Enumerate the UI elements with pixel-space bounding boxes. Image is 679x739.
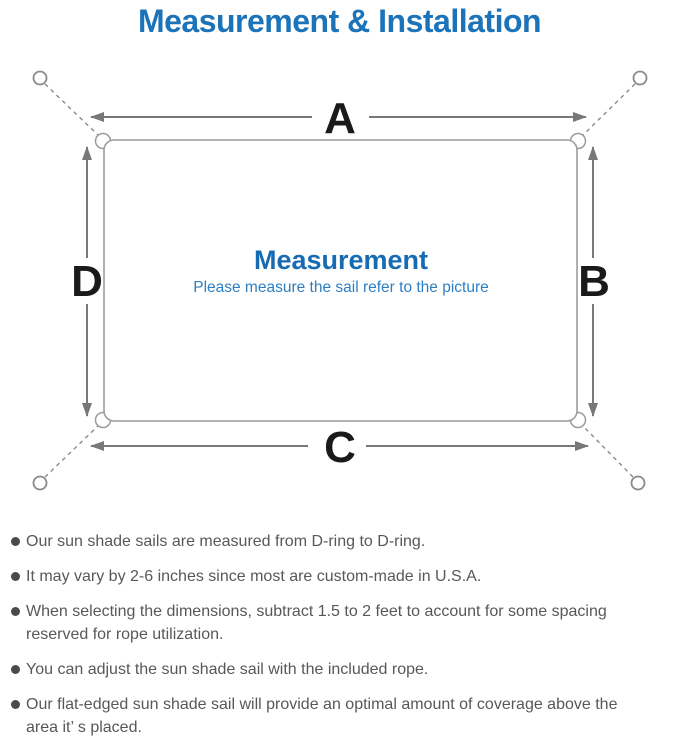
note-text: You can adjust the sun shade sail with t… [26,661,429,678]
dimension-label-d: D [71,257,103,306]
note-item: It may vary by 2-6 inches since most are… [11,565,659,588]
rope-line-top-left [44,83,100,137]
bullet-icon [11,700,20,709]
note-text: When selecting the dimensions, subtract … [26,603,607,643]
anchor-point-icon-top-left [32,70,48,86]
note-item: Our sun shade sails are measured from D-… [11,530,659,553]
rope-line-bottom-right [581,424,634,478]
dimension-label-c: C [324,423,356,472]
notes-list: Our sun shade sails are measured from D-… [0,510,679,739]
note-text: Our sun shade sails are measured from D-… [26,533,426,550]
bullet-icon [11,607,20,616]
diagram-heading: Measurement [254,245,428,275]
anchor-point-icon-bottom-left [32,475,48,491]
note-item: You can adjust the sun shade sail with t… [11,658,659,681]
anchor-point-icon-bottom-right [630,475,646,491]
note-text: It may vary by 2-6 inches since most are… [26,568,482,585]
dimension-label-a: A [324,94,356,143]
anchor-point-icon-top-right [632,70,648,86]
bullet-icon [11,665,20,674]
diagram-subheading: Please measure the sail refer to the pic… [193,279,489,296]
bullet-icon [11,572,20,581]
bullet-icon [11,537,20,546]
note-text: Our flat-edged sun shade sail will provi… [26,696,618,736]
note-item: Our flat-edged sun shade sail will provi… [11,693,659,739]
note-item: When selecting the dimensions, subtract … [11,600,659,646]
rope-line-bottom-left [44,424,100,478]
rope-line-top-right [581,83,636,137]
page-title: Measurement & Installation [137,3,542,39]
sail-outline [103,139,578,422]
measurement-diagram: A C D B Measurement Please measure the s… [32,70,648,491]
dimension-label-b: B [578,257,610,306]
